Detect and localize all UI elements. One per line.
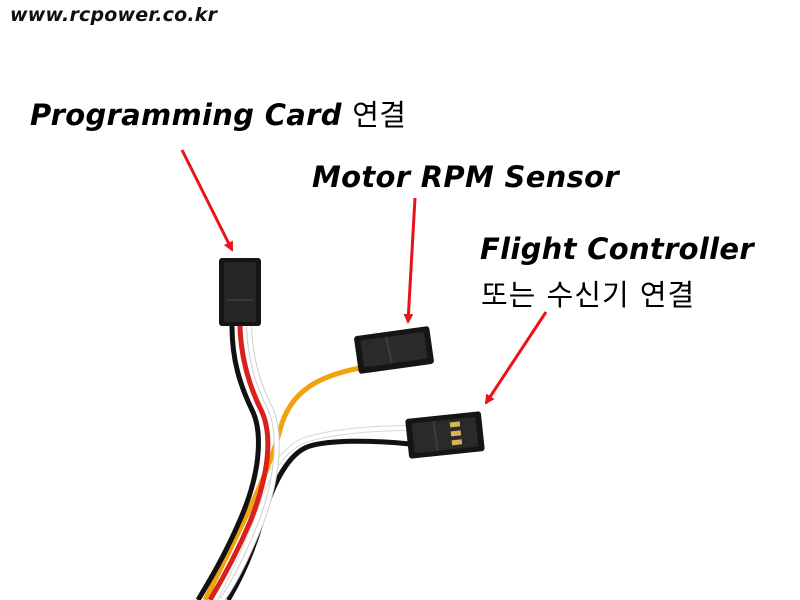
arrow-rpm-sensor [403, 197, 417, 324]
label-flight-controller: Flight Controller [480, 232, 754, 266]
programming-card-connector [219, 258, 261, 326]
flight-controller-connector [405, 411, 485, 459]
site-watermark: www.rcpower.co.kr [10, 4, 218, 26]
label-programming-card-main: Programming Card [30, 98, 342, 132]
rpm-sensor-connector [354, 326, 434, 374]
wire-bundle [195, 325, 411, 600]
arrow-flight-controller [484, 311, 548, 405]
label-programming-card-suffix: 연결 [352, 98, 407, 132]
label-programming-card: Programming Card 연결 [30, 92, 406, 134]
annotation-arrows [180, 149, 548, 405]
label-flight-controller-korean: 또는 수신기 연결 [481, 278, 696, 312]
label-motor-rpm-sensor: Motor RPM Sensor [312, 160, 619, 194]
arrow-programming-card [180, 149, 234, 252]
